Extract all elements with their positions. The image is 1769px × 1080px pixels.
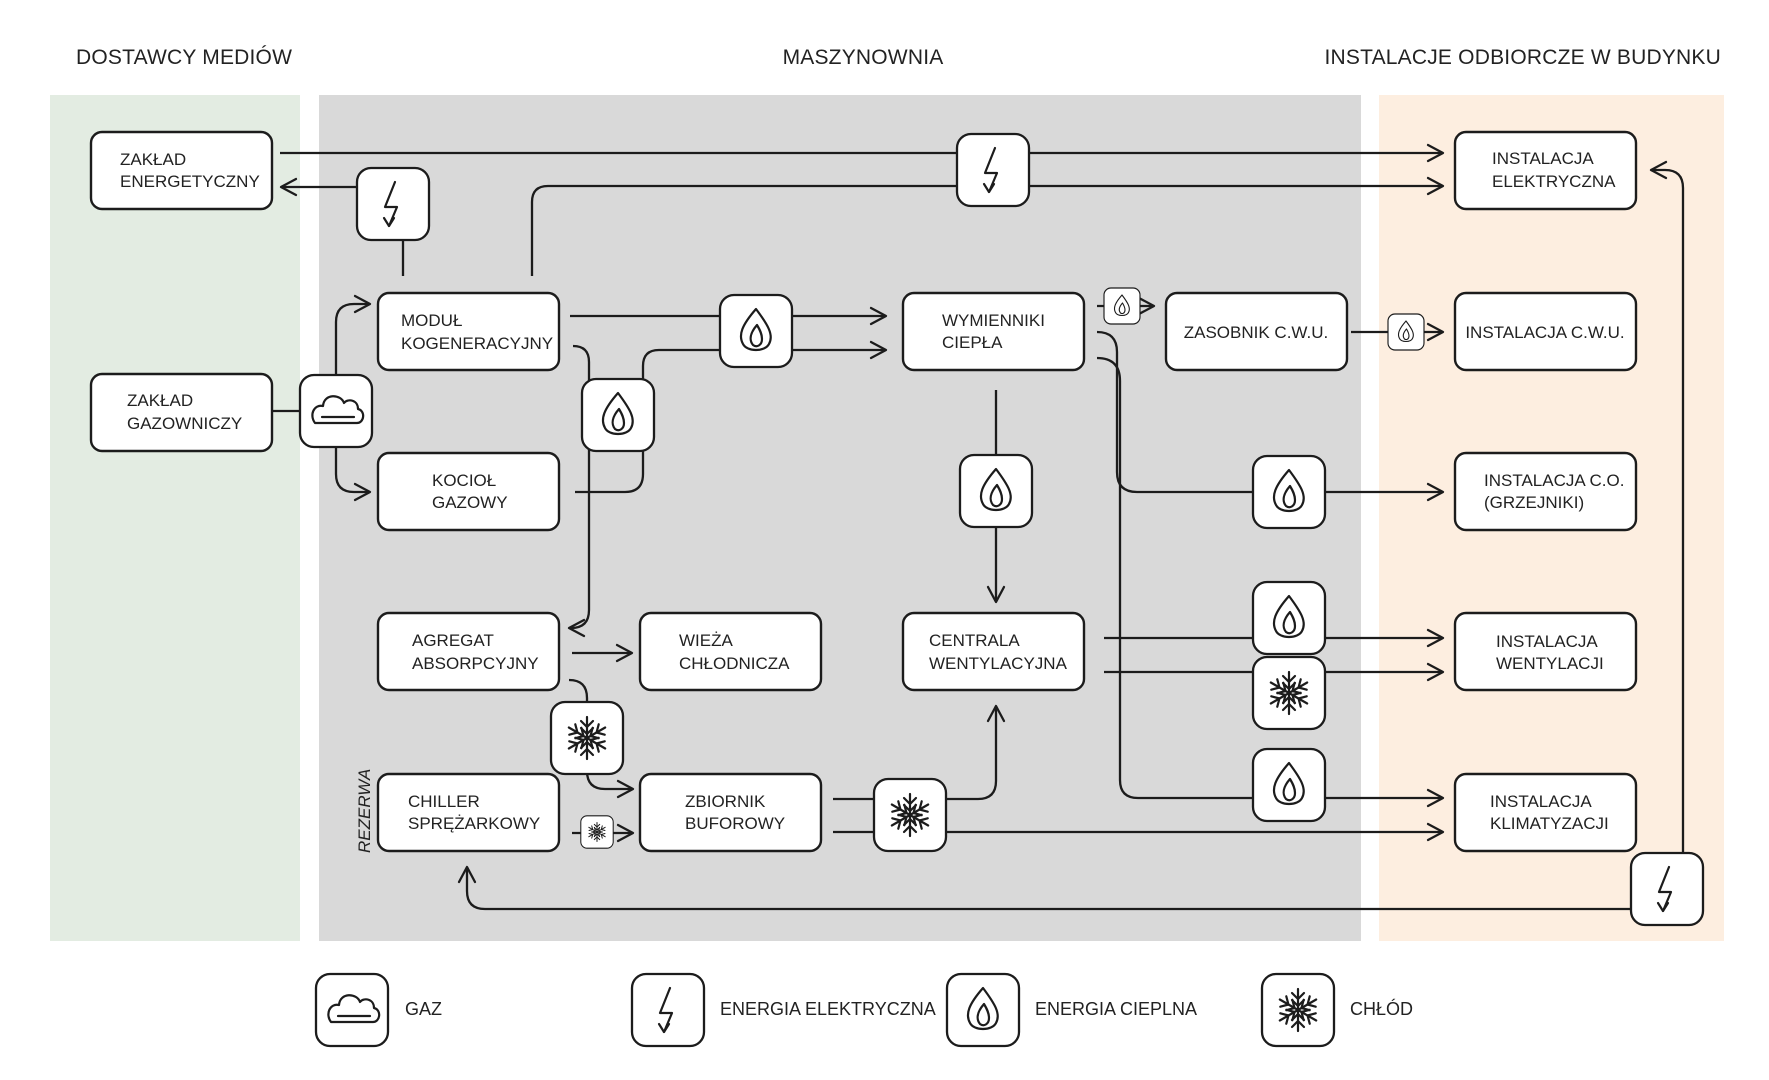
badge-cold-buffer-snowflake-icon (872, 777, 948, 853)
node-modul-kogeneracyjny: MODUŁ KOGENERACYJNY (376, 291, 561, 372)
legend-heat-label: ENERGIA CIEPLNA (1035, 999, 1197, 1019)
node-instalacja-klimatyzacji: INSTALACJA KLIMATYZACJI (1453, 772, 1638, 853)
node-agregat-absorpcyjny: AGREGAT ABSORPCYJNY (376, 611, 561, 692)
node-chiller-sprezarkowy: CHILLER SPRĘŻARKOWY (376, 772, 561, 853)
node-kociol-gazowy: KOCIOŁ GAZOWY (376, 451, 561, 532)
badge-cold-vent-install-snowflake-icon (1251, 655, 1327, 731)
svg-text:CIEPŁA: CIEPŁA (942, 333, 1003, 352)
node-zbiornik-buforowy: ZBIORNIK BUFOROWY (638, 772, 823, 853)
svg-text:INSTALACJA: INSTALACJA (1492, 149, 1594, 168)
header-building: INSTALACJE ODBIORCZE W BUDYNKU (1325, 46, 1722, 69)
svg-text:MODUŁ: MODUŁ (401, 311, 462, 330)
legend-electric-icon (630, 972, 706, 1048)
svg-text:INSTALACJA: INSTALACJA (1496, 632, 1598, 651)
svg-text:CENTRALA: CENTRALA (929, 631, 1020, 650)
node-instalacja-elektryczna: INSTALACJA ELEKTRYCZNA (1453, 130, 1638, 211)
svg-text:BUFOROWY: BUFOROWY (685, 814, 785, 833)
svg-text:KOCIOŁ: KOCIOŁ (432, 471, 496, 490)
svg-text:KLIMATYZACJI: KLIMATYZACJI (1490, 814, 1609, 833)
svg-text:CHILLER: CHILLER (408, 792, 480, 811)
svg-text:GAZOWNICZY: GAZOWNICZY (127, 414, 242, 433)
badge-heat-absorption-flame-icon (580, 377, 656, 453)
badge-electric-export-lightning-icon (355, 166, 431, 242)
badge-heat-dhw-install-flame-icon (1387, 313, 1425, 351)
svg-text:ZAKŁAD: ZAKŁAD (127, 391, 193, 410)
svg-text:ENERGETYCZNY: ENERGETYCZNY (120, 172, 260, 191)
legend: GAZ ENERGIA ELEKTRYCZNA ENERGIA CIEPLNA … (405, 998, 1413, 1019)
svg-text:(GRZEJNIKI): (GRZEJNIKI) (1484, 493, 1584, 512)
icon-badges (298, 132, 1705, 1048)
svg-text:GAZOWY: GAZOWY (432, 493, 508, 512)
badge-heat-aircon-flame-icon (1251, 747, 1327, 823)
svg-text:INSTALACJA: INSTALACJA (1490, 792, 1592, 811)
svg-text:ZASOBNIK C.W.U.: ZASOBNIK C.W.U. (1184, 323, 1329, 342)
badge-electric-supply-lightning-icon (955, 132, 1031, 208)
badge-heat-dhw-tank-flame-icon (1103, 287, 1141, 325)
svg-text:ZAKŁAD: ZAKŁAD (120, 150, 186, 169)
badge-heat-central-heating-flame-icon (1251, 454, 1327, 530)
svg-text:WYMIENNIKI: WYMIENNIKI (942, 311, 1045, 330)
node-instalacja-wentylacji: INSTALACJA WENTYLACJI (1453, 611, 1638, 692)
node-zaklad-energetyczny: ZAKŁAD ENERGETYCZNY (89, 130, 274, 211)
badge-heat-vent-install-flame-icon (1251, 580, 1327, 656)
svg-text:ABSORPCYJNY: ABSORPCYJNY (412, 654, 539, 673)
header-suppliers: DOSTAWCY MEDIÓW (76, 46, 292, 69)
badge-heat-ventilation-flame-icon (958, 453, 1034, 529)
legend-cold-icon (1260, 972, 1336, 1048)
svg-text:ZBIORNIK: ZBIORNIK (685, 792, 766, 811)
badge-cold-absorption-snowflake-icon (549, 700, 625, 776)
legend-heat-icon (945, 972, 1021, 1048)
node-wymienniki-ciepla: WYMIENNIKI CIEPŁA (901, 291, 1086, 372)
svg-text:WIEŻA: WIEŻA (679, 631, 733, 650)
badge-cold-chiller-snowflake-icon (580, 815, 614, 849)
svg-text:ELEKTRYCZNA: ELEKTRYCZNA (1492, 172, 1616, 191)
node-zasobnik-cwu: ZASOBNIK C.W.U. (1164, 291, 1349, 372)
svg-text:CHŁODNICZA: CHŁODNICZA (679, 654, 790, 673)
badge-gas-supply-cloud-icon (298, 373, 374, 449)
svg-text:SPRĘŻARKOWY: SPRĘŻARKOWY (408, 814, 540, 833)
node-instalacja-co: INSTALACJA C.O. (GRZEJNIKI) (1453, 451, 1638, 532)
svg-text:AGREGAT: AGREGAT (412, 631, 494, 650)
legend-electric-label: ENERGIA ELEKTRYCZNA (720, 999, 936, 1019)
zone-suppliers (50, 95, 300, 941)
legend-cold-label: CHŁÓD (1350, 998, 1413, 1019)
node-wieza-chlodnicza: WIEŻA CHŁODNICZA (638, 611, 823, 692)
svg-text:KOGENERACYJNY: KOGENERACYJNY (401, 334, 553, 353)
svg-text:INSTALACJA C.O.: INSTALACJA C.O. (1484, 471, 1624, 490)
node-centrala-wentylacyjna: CENTRALA WENTYLACYJNA (901, 611, 1086, 692)
node-instalacja-cwu: INSTALACJA C.W.U. (1453, 291, 1638, 372)
legend-gas-label: GAZ (405, 999, 442, 1019)
svg-text:INSTALACJA C.W.U.: INSTALACJA C.W.U. (1465, 323, 1624, 342)
legend-gas-icon (314, 972, 390, 1048)
svg-text:WENTYLACYJNA: WENTYLACYJNA (929, 654, 1068, 673)
badge-electric-building-lightning-icon (1629, 851, 1705, 927)
node-zaklad-gazowniczy: ZAKŁAD GAZOWNICZY (89, 372, 274, 453)
header-machine-room: MASZYNOWNIA (783, 46, 944, 69)
rezerwa-label: REZERWA (355, 769, 374, 853)
badge-heat-chp-flame-icon (718, 293, 794, 369)
svg-text:WENTYLACJI: WENTYLACJI (1496, 654, 1604, 673)
